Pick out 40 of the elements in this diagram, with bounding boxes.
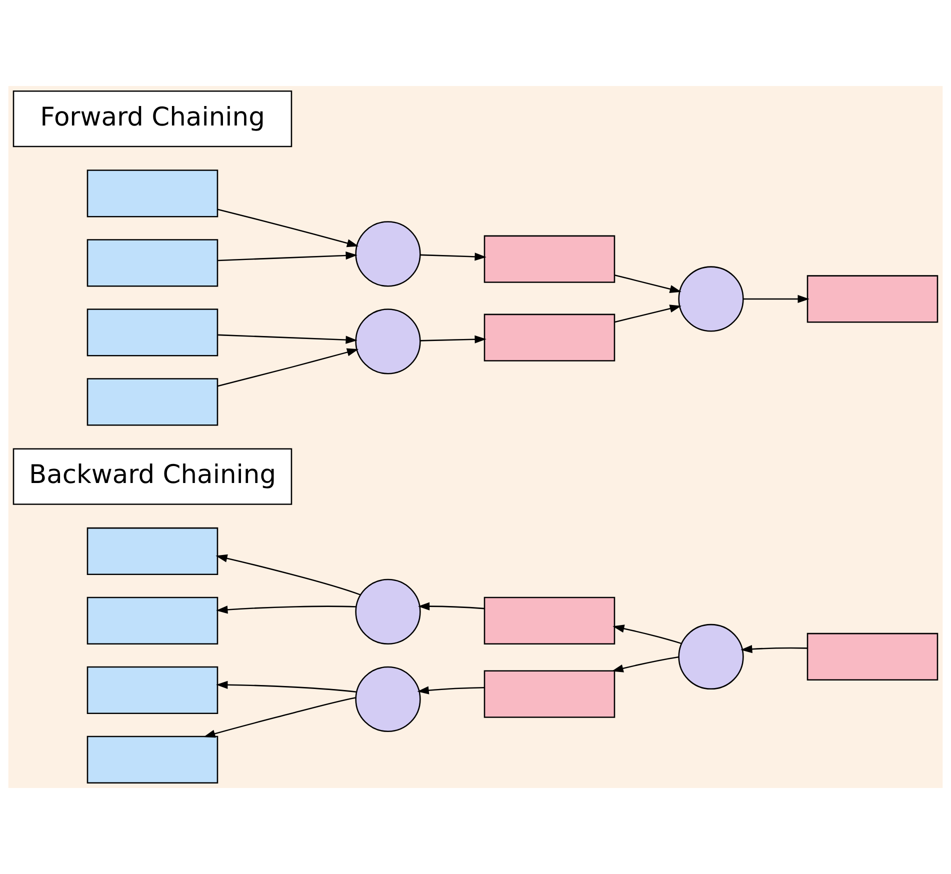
- arrow: [217, 348, 359, 387]
- arrow: [216, 554, 361, 596]
- arrow: [743, 294, 810, 304]
- node-box: [806, 632, 938, 681]
- node-box: [484, 670, 616, 718]
- arrow: [420, 335, 486, 344]
- node-circle: [355, 666, 421, 732]
- node-box: [86, 239, 218, 287]
- node-box: [86, 308, 218, 356]
- arrow: [612, 624, 682, 644]
- node-box: [806, 275, 938, 323]
- arrow: [216, 680, 356, 693]
- arrow: [420, 252, 486, 261]
- node-circle: [355, 308, 421, 374]
- arrow: [217, 208, 359, 248]
- node-circle: [678, 624, 744, 690]
- arrow: [418, 602, 484, 610]
- node-box: [484, 235, 616, 283]
- node-box: [484, 314, 616, 362]
- node-box: Backward Chaining: [12, 448, 292, 505]
- node-circle: [355, 578, 421, 645]
- arrow: [204, 697, 356, 738]
- node-box: [86, 378, 218, 426]
- arrow: [218, 334, 358, 344]
- node-box: [86, 170, 218, 218]
- node-box: [484, 596, 616, 645]
- arrow: [614, 304, 682, 323]
- arrow: [740, 645, 808, 654]
- node-box: Forward Chaining: [12, 90, 292, 148]
- arrow: [216, 606, 356, 614]
- arrow: [417, 686, 484, 694]
- arrow: [614, 274, 682, 293]
- node-box: [86, 736, 218, 784]
- node-circle: [355, 221, 421, 287]
- arrow: [218, 251, 358, 262]
- node-circle: [678, 266, 744, 332]
- arrow: [612, 656, 679, 672]
- node-box: [86, 527, 218, 576]
- node-box: [86, 596, 218, 645]
- node-box: [86, 666, 218, 714]
